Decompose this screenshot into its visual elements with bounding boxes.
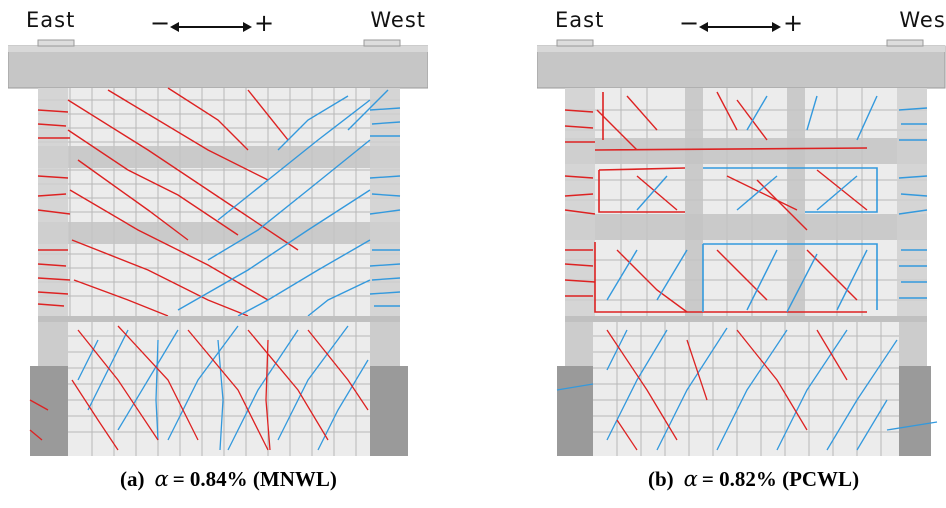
- alpha-symbol: α: [683, 467, 698, 491]
- caption-tag: (b): [648, 467, 674, 491]
- upper-grid: [565, 88, 927, 316]
- panel-a: East West − +: [8, 0, 428, 460]
- positive-cracks-upper: [606, 95, 928, 313]
- east-label: East: [555, 8, 605, 32]
- caption-text: = 0.82% (PCWL): [701, 467, 860, 491]
- top-beam: [537, 45, 946, 89]
- panel-outlines-blue: [702, 167, 878, 312]
- minus-sign: −: [679, 9, 700, 37]
- negative-cracks-upper: [37, 87, 299, 317]
- band-lower: [38, 222, 400, 244]
- positive-cracks-upper: [177, 89, 401, 317]
- loading-direction: − +: [679, 9, 819, 39]
- wall-diagram-a: [8, 39, 428, 456]
- top-beam-edge: [537, 46, 945, 52]
- caption-b: (b) α= 0.82% (PCWL): [648, 467, 859, 492]
- west-plate: [363, 39, 401, 47]
- east-plate: [37, 39, 75, 47]
- caption-text: = 0.84% (MNWL): [172, 467, 337, 491]
- negative-cracks-upper: [564, 91, 868, 313]
- east-column: [38, 88, 68, 316]
- negative-cracks-lower: [606, 329, 848, 451]
- east-label: East: [26, 8, 76, 32]
- loading-direction: − +: [150, 9, 290, 39]
- wall-diagram-b: [537, 39, 946, 456]
- east-plate: [556, 39, 594, 47]
- caption-tag: (a): [120, 467, 145, 491]
- lower-grid: [593, 322, 899, 456]
- vertical-band-1: [685, 88, 703, 316]
- west-column: [897, 88, 927, 316]
- positive-cracks-lower: [556, 327, 938, 451]
- east-foot: [30, 366, 74, 456]
- band-lower: [565, 214, 927, 240]
- caption-a: (a) α= 0.84% (MNWL): [120, 467, 337, 492]
- west-plate: [886, 39, 924, 47]
- vertical-band-2: [787, 88, 805, 316]
- double-arrow-icon: [699, 22, 781, 32]
- lower-beam: [38, 316, 400, 322]
- panel-outlines-red: [594, 92, 868, 313]
- top-beam-edge: [8, 46, 428, 52]
- top-beam: [8, 45, 428, 89]
- positive-cracks-lower: [77, 325, 369, 451]
- west-label: West: [899, 8, 946, 32]
- lower-wall: [68, 316, 370, 456]
- upper-wall: [38, 88, 400, 316]
- upper-grid: [38, 88, 400, 316]
- band-upper: [565, 138, 927, 164]
- lower-beam: [565, 316, 927, 322]
- panel-b: East West − +: [537, 0, 946, 460]
- plus-sign: +: [783, 9, 804, 37]
- minus-sign: −: [150, 9, 171, 37]
- west-label: West: [370, 8, 426, 32]
- lower-wall: [593, 316, 899, 456]
- double-arrow-icon: [170, 22, 252, 32]
- plus-sign: +: [254, 9, 275, 37]
- west-foot: [364, 366, 408, 456]
- lower-grid: [68, 322, 370, 456]
- negative-cracks-lower: [29, 325, 369, 451]
- alpha-symbol: α: [154, 467, 169, 491]
- band-upper: [38, 146, 400, 168]
